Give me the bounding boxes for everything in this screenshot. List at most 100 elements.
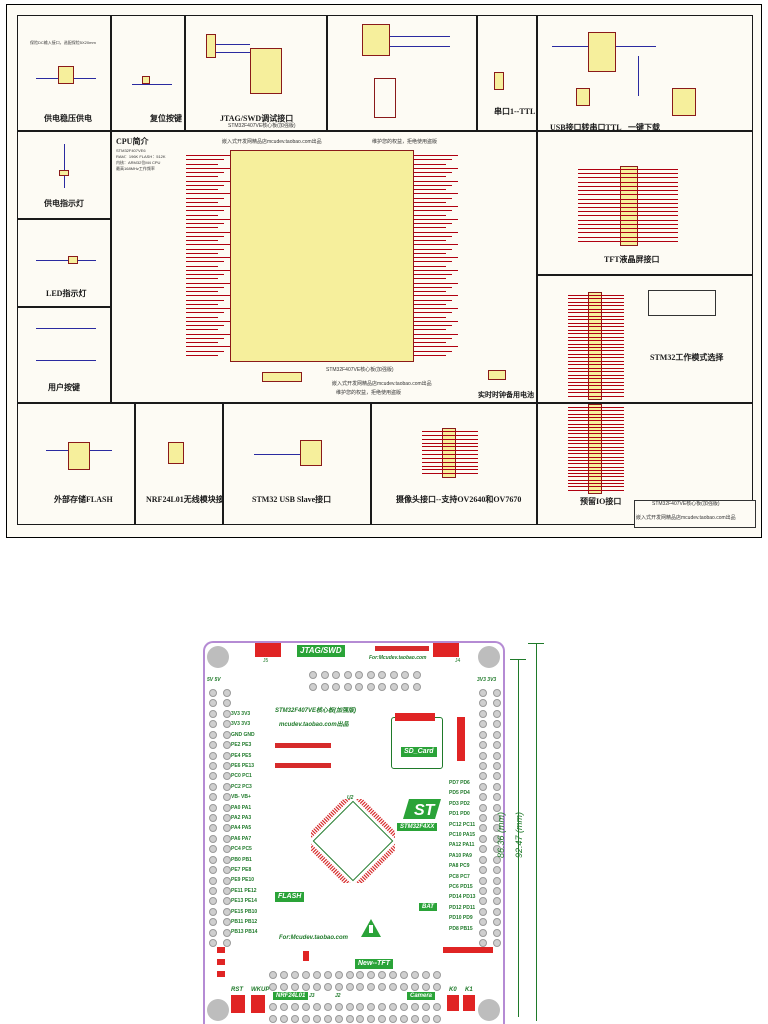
pin-pad (223, 814, 231, 822)
pin-line (568, 433, 624, 434)
dimension-inner-tick-top (510, 659, 526, 660)
rtc-battery (488, 370, 506, 380)
pin-label: VB- VB+ (231, 794, 251, 801)
pin-line (186, 189, 218, 190)
pin-pad (493, 929, 501, 937)
cell-usb-uart: USB接口转串口TTL 一键下载 (537, 15, 753, 132)
pin-line (186, 193, 230, 194)
pin-pad (280, 1015, 288, 1023)
pin-pad (223, 887, 231, 895)
pin-pad (223, 804, 231, 812)
cell-cpu: CPU简介 STM32F407VE6 RAM：196K FLASH：512K 内… (111, 131, 537, 403)
pin-line (414, 168, 458, 169)
pin-line (568, 371, 624, 372)
pin-label: PA6 PA7 (231, 835, 252, 842)
pin-line (414, 321, 458, 322)
pin-line (414, 287, 452, 288)
pin-line (186, 355, 218, 356)
pin-pad (346, 1003, 354, 1011)
bottom-pad-rows (269, 1003, 441, 1023)
pin-line (568, 414, 624, 415)
pin-pad (335, 1015, 343, 1023)
pin-line (186, 312, 224, 313)
pin-pad (493, 731, 501, 739)
pin-pad (209, 939, 217, 947)
pin-pad (411, 1015, 419, 1023)
tft-silk-label: New--TFT (355, 959, 393, 969)
pin-line (414, 249, 452, 250)
dimension-outer-label: 92.47 (mm) (514, 811, 525, 859)
pin-line (568, 476, 624, 477)
usbslave-conn (300, 440, 322, 466)
cell-camera: 摄像头接口--支持OV2640和OV7670 (371, 403, 537, 525)
flash-label: 外部存储FLASH (54, 495, 113, 504)
pin-line (414, 198, 452, 199)
pin-line (578, 220, 678, 221)
pin-pad (344, 683, 352, 691)
pin-line (568, 453, 624, 454)
pin-line (186, 283, 230, 284)
pin-line (186, 274, 224, 275)
pin-label: PC6 PD15 (449, 884, 473, 890)
pin-pad (378, 983, 386, 991)
pin-line (186, 164, 218, 165)
pin-pad (493, 793, 501, 801)
pin-pad (313, 971, 321, 979)
pin-pad (479, 856, 487, 864)
pin-pad (223, 762, 231, 770)
shop-red-tag-2 (275, 763, 331, 768)
pin-line (414, 172, 452, 173)
pin-label: PE15 PB10 (231, 908, 258, 915)
pin-pad (209, 689, 217, 697)
cell-uart: 串口1--TTL (477, 15, 537, 131)
pin-pad (321, 683, 329, 691)
pin-line (568, 392, 624, 393)
pin-label: PE13 PE14 (231, 898, 257, 905)
bottom-right-tag (443, 947, 493, 953)
pin-pad (433, 1015, 441, 1023)
tft-pad-rows (269, 971, 441, 991)
uart-label: 串口1--TTL (494, 107, 536, 116)
wkup-button (251, 995, 265, 1013)
pin-pad (422, 983, 430, 991)
pin-pad (313, 983, 321, 991)
pin-line (414, 317, 446, 318)
pin-pad (479, 897, 487, 905)
pin-pad (209, 908, 217, 916)
led-diode (68, 256, 78, 264)
pin-pad (269, 971, 277, 979)
pin-line (568, 407, 624, 408)
pin-pad (493, 856, 501, 864)
pin-pad (493, 877, 501, 885)
mode-pin-lines (568, 294, 624, 398)
pin-label: PE11 PE12 (231, 887, 257, 894)
pin-pad (389, 1003, 397, 1011)
cpu-footer-1: 嵌入式开发网精品店mcudev.taobao.com出品 (332, 381, 432, 387)
pin-pad (346, 1015, 354, 1023)
pin-pad (209, 887, 217, 895)
k1-label: K1 (465, 987, 473, 993)
pin-pad (479, 804, 487, 812)
pin-label: PA4 PA5 (231, 825, 252, 832)
pin-pad (479, 720, 487, 728)
cell-io: 预留IO接口 STM32F407VE核心板(加强版) 嵌入式开发网精品店mcud… (537, 403, 756, 528)
pin-line (414, 227, 446, 228)
pin-line (186, 261, 224, 262)
pin-line (568, 443, 624, 444)
pin-pad (400, 983, 408, 991)
nrf-label: NRF24L01无线模块接口 (146, 495, 232, 504)
pin-label: PB13 PB14 (231, 929, 258, 936)
pin-line (578, 203, 678, 204)
pcb-layout: J5 J4 JTAG/SWD For:Mcudev.taobao.com 5V … (203, 641, 505, 1024)
pin-label: PA2 PA3 (231, 815, 252, 821)
pin-pad (223, 866, 231, 874)
pin-pad (378, 683, 386, 691)
jtag-silk-label: JTAG/SWD (297, 645, 345, 657)
pin-pad (400, 1003, 408, 1011)
io-label: 预留IO接口 (580, 497, 622, 506)
pin-pad (223, 741, 231, 749)
pin-line (186, 278, 218, 279)
cpu-part: STM32F407VE核心板(加强版) (326, 367, 394, 373)
pin-pad (223, 918, 231, 926)
mcu-chip (230, 150, 414, 362)
